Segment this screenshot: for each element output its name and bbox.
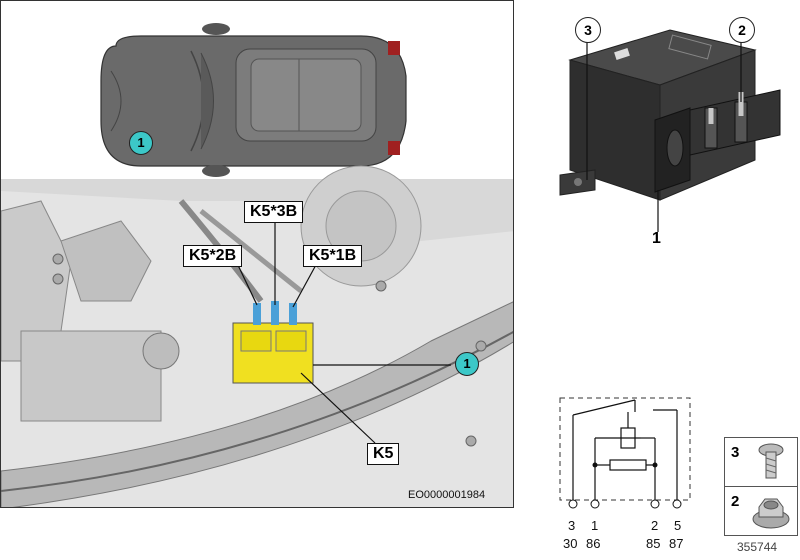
callout-k5: K5 <box>367 443 400 465</box>
pin-5: 5 <box>674 518 682 533</box>
car-top-view <box>100 23 407 177</box>
parts-item-3: 3 <box>731 444 740 461</box>
parts-cell-screw: 3 <box>724 437 798 487</box>
callout-1-car-text: 1 <box>137 135 145 150</box>
callout-1-relay: 1 <box>455 352 479 376</box>
relay-label-1: 1 <box>652 230 661 247</box>
screw-icon <box>758 443 784 479</box>
parts-ref-number: 355744 <box>737 540 778 554</box>
terminal-85: 85 <box>646 536 661 551</box>
pin-2: 2 <box>651 518 659 533</box>
parts-item-2: 2 <box>731 493 740 510</box>
terminal-30: 30 <box>563 536 578 551</box>
parts-cell-nut: 2 <box>724 486 798 536</box>
callout-k5-3b: K5*3B <box>244 201 304 223</box>
relay-label-2: 2 <box>729 17 755 43</box>
image-code: EO0000001984 <box>408 489 486 501</box>
installation-view-panel: 1 K5*3B K5*2B K5*1B K5 1 EO0000001984 <box>0 0 514 508</box>
callout-k5-1b: K5*1B <box>303 245 363 267</box>
relay-part-drawing <box>559 29 781 232</box>
relay-label-3: 3 <box>575 17 601 43</box>
callout-1-relay-text: 1 <box>463 356 471 371</box>
nut-icon <box>752 498 790 529</box>
leader-lines <box>236 223 451 444</box>
callout-1-car: 1 <box>129 131 153 155</box>
terminal-87: 87 <box>669 536 684 551</box>
pin-1: 1 <box>591 518 599 533</box>
relay-k5-installed <box>232 301 314 384</box>
callout-k5-2b: K5*2B <box>183 245 243 267</box>
terminal-86: 86 <box>586 536 601 551</box>
installation-drawing <box>1 1 513 507</box>
pin-3: 3 <box>568 518 576 533</box>
relay-schematic <box>559 397 691 509</box>
